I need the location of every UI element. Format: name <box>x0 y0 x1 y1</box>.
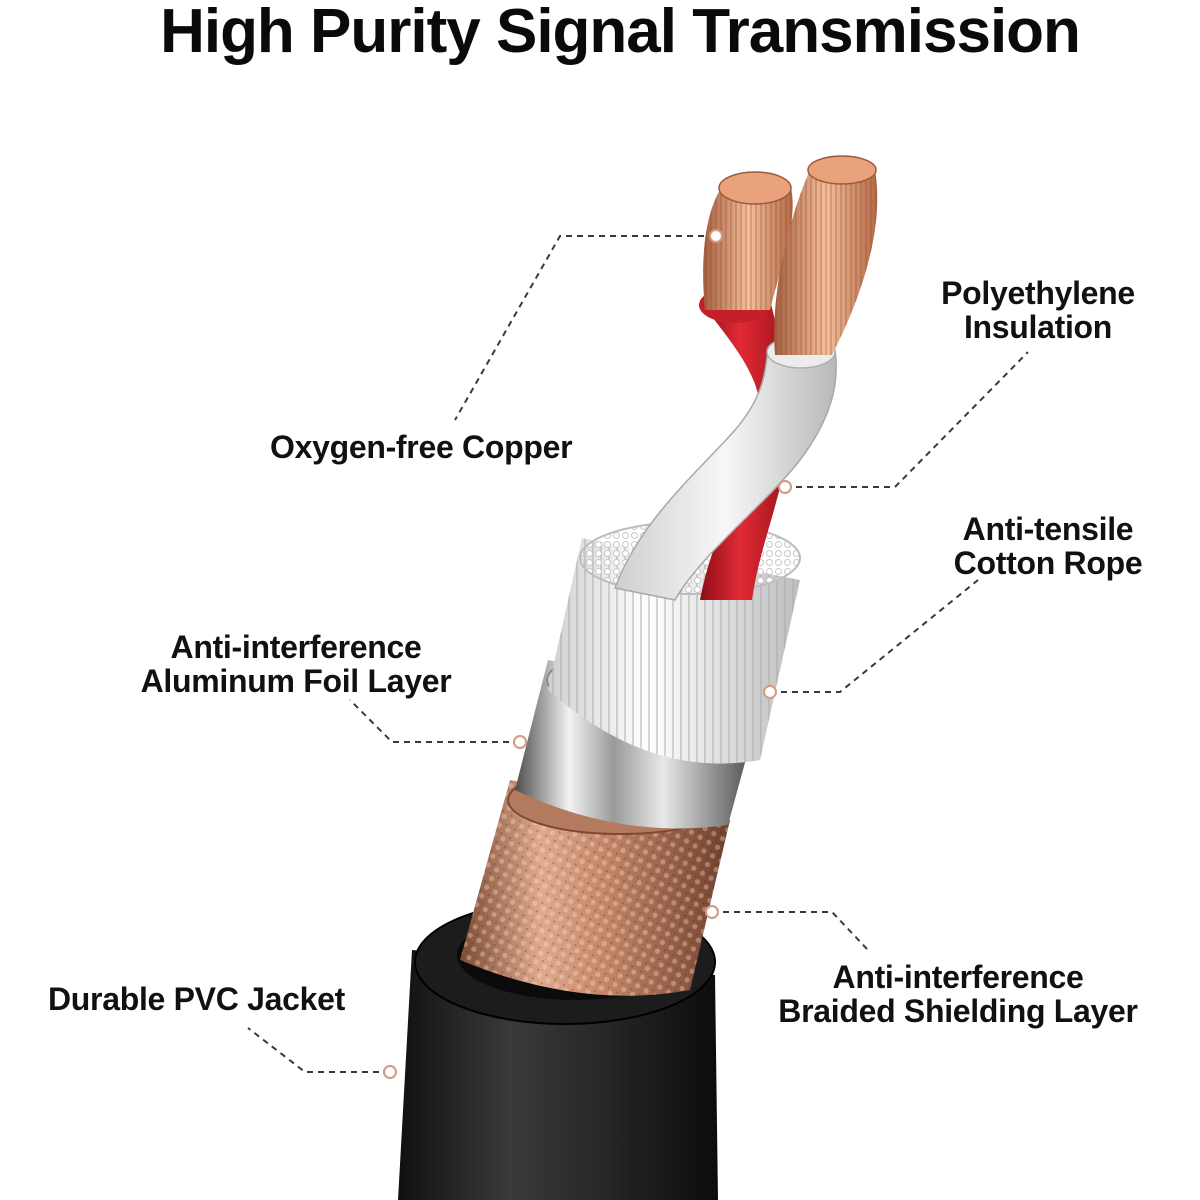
label-aluminum-foil-line-1: Anti-interference <box>170 629 422 665</box>
label-braided-shielding-line-1: Anti-interference <box>832 959 1084 995</box>
page-title: High Purity Signal Transmission <box>160 0 1081 66</box>
label-aluminum-foil-layer: Anti-interference Aluminum Foil Layer <box>126 630 466 698</box>
dot-polyethylene-insulation <box>778 480 792 494</box>
leader-pvc-jacket <box>247 1027 390 1073</box>
label-aluminum-foil-line-2: Aluminum Foil Layer <box>140 663 452 699</box>
leader-lines <box>247 235 1029 1073</box>
dot-cotton-rope <box>763 685 777 699</box>
leader-braided-shielding <box>712 911 869 951</box>
label-polyethylene-insulation-line-2: Insulation <box>963 309 1113 345</box>
label-braided-shielding-layer: Anti-interference Braided Shielding Laye… <box>760 960 1156 1028</box>
dot-oxygen-free-copper <box>709 229 723 243</box>
label-polyethylene-insulation: Polyethylene Insulation <box>928 276 1148 344</box>
leader-cotton-rope <box>770 579 979 693</box>
label-polyethylene-insulation-line-1: Polyethylene <box>941 275 1135 311</box>
label-braided-shielding-line-2: Braided Shielding Layer <box>778 993 1138 1029</box>
leader-polyethylene-insulation <box>785 351 1029 488</box>
callout-dots <box>383 229 792 1079</box>
label-cotton-rope-line-2: Cotton Rope <box>953 545 1143 581</box>
dot-braided-shielding <box>705 905 719 919</box>
white-insulated-conductor <box>613 155 878 601</box>
dot-pvc-jacket <box>383 1065 397 1079</box>
label-cotton-rope-line-1: Anti-tensile <box>962 511 1134 547</box>
leader-aluminum-foil <box>349 699 520 743</box>
leader-oxygen-free-copper <box>454 235 715 421</box>
label-cotton-rope: Anti-tensile Cotton Rope <box>940 512 1156 580</box>
label-pvc-jacket: Durable PVC Jacket <box>48 981 345 1017</box>
label-oxygen-free-copper: Oxygen-free Copper <box>270 429 573 465</box>
dot-aluminum-foil <box>513 735 527 749</box>
